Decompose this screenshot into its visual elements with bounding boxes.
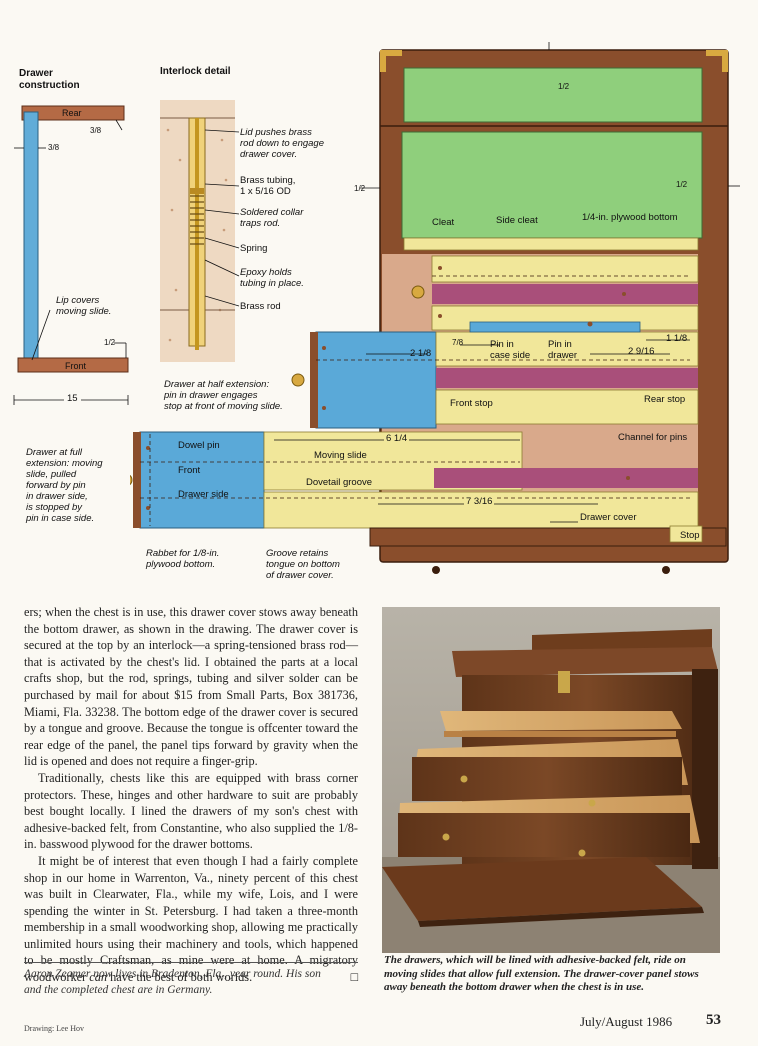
interlock-note-collar: Soldered collar traps rod. xyxy=(240,207,304,229)
drawing-credit: Drawing: Lee Hov xyxy=(24,1024,84,1033)
drawer-construction-diagram: Drawer construction Rear Front 3/8 3/8 1… xyxy=(10,60,150,410)
plywood-bottom-label: 1/4-in. plywood bottom xyxy=(582,212,678,223)
rabbet-note: Rabbet for 1/8-in. plywood bottom. xyxy=(146,548,220,570)
interlock-leaders xyxy=(205,129,240,307)
dovetail-groove-label: Dovetail groove xyxy=(306,477,373,488)
pin-drawer-label: Pin in drawer xyxy=(548,339,578,361)
front-stop-label: Front stop xyxy=(450,398,493,409)
drawer-cover-label: Drawer cover xyxy=(580,512,637,523)
dim-three-eighths-side: 3/8 xyxy=(48,143,60,152)
rear-stop-label: Rear stop xyxy=(644,394,686,405)
interlock-note-lid: Lid pushes brass rod down to engage draw… xyxy=(240,127,324,160)
full-extension-note: Drawer at full extension: moving slide, … xyxy=(26,447,103,524)
author-bio: Aaron Zeamer now lives in Bradenton, Fla… xyxy=(24,968,321,996)
dim-seven-three-sixteenths: 7 3/16 xyxy=(464,496,495,508)
lip-covers-note: Lip covers moving slide. xyxy=(56,295,112,317)
dim-one-one-eighth: 1 1/8 xyxy=(666,333,688,344)
dim-top-half: 1/2 xyxy=(558,82,570,91)
paragraph-1: ers; when the chest is in use, this draw… xyxy=(24,605,358,769)
interlock-svg xyxy=(160,100,235,362)
issue-date: July/August 1986 xyxy=(580,1014,673,1029)
photo-caption: The drawers, which will be lined with ad… xyxy=(384,954,699,993)
chest-diagram-svg xyxy=(130,42,740,574)
interlock-note-epoxy: Epoxy holds tubing in place. xyxy=(240,267,304,289)
dim-three-eighths-rear: 3/8 xyxy=(90,126,102,135)
drawer-construction-svg xyxy=(13,105,129,405)
paragraph-2: Traditionally, chests like this are equi… xyxy=(24,770,358,852)
pin-case-side-label: Pin in case side xyxy=(490,339,531,361)
groove-note: Groove retains tongue on bottom of drawe… xyxy=(266,548,340,581)
channel-pins-label: Channel for pins xyxy=(618,432,688,443)
page-number: 53 xyxy=(706,1012,721,1028)
moving-slide-label: Moving slide xyxy=(314,450,367,461)
interlock-note-spring: Spring xyxy=(240,243,268,254)
side-cleat-label: Side cleat xyxy=(496,215,538,226)
dim-two-nine-sixteenths: 2 9/16 xyxy=(628,346,655,357)
cleat-label: Cleat xyxy=(432,217,455,228)
interlock-note-rod: Brass rod xyxy=(240,301,281,312)
chest-photo xyxy=(382,607,720,953)
paragraph-3: It might be of interest that even though… xyxy=(24,853,358,985)
dim-six-one-fourth: 6 1/4 xyxy=(384,433,410,445)
drawer-construction-heading: Drawer construction xyxy=(19,68,80,91)
bio-divider xyxy=(24,962,358,963)
rear-label: Rear xyxy=(62,108,82,118)
end-mark: □ xyxy=(350,970,358,985)
front-label: Front xyxy=(65,361,87,371)
dowel-pin-label: Dowel pin xyxy=(178,440,220,451)
dim-two-one-eighth: 2 1/8 xyxy=(410,348,432,359)
drawer-side-label: Drawer side xyxy=(178,489,229,500)
article-body: ers; when the chest is in use, this draw… xyxy=(24,604,358,986)
half-extension-note: Drawer at half extension: pin in drawer … xyxy=(164,379,283,412)
dim-half-front: 1/2 xyxy=(104,338,116,347)
interlock-heading: Interlock detail xyxy=(160,66,231,77)
dim-seven-eighths: 7/8 xyxy=(452,338,464,347)
dim-left-half: 1/2 xyxy=(354,184,366,193)
stop-label: Stop xyxy=(680,530,700,541)
dim-fifteen: 15 xyxy=(64,393,81,405)
front-drawer-label: Front xyxy=(178,465,201,476)
interlock-note-tubing: Brass tubing, 1 x 5/16 OD xyxy=(240,175,296,197)
dim-right-half: 1/2 xyxy=(676,180,688,189)
